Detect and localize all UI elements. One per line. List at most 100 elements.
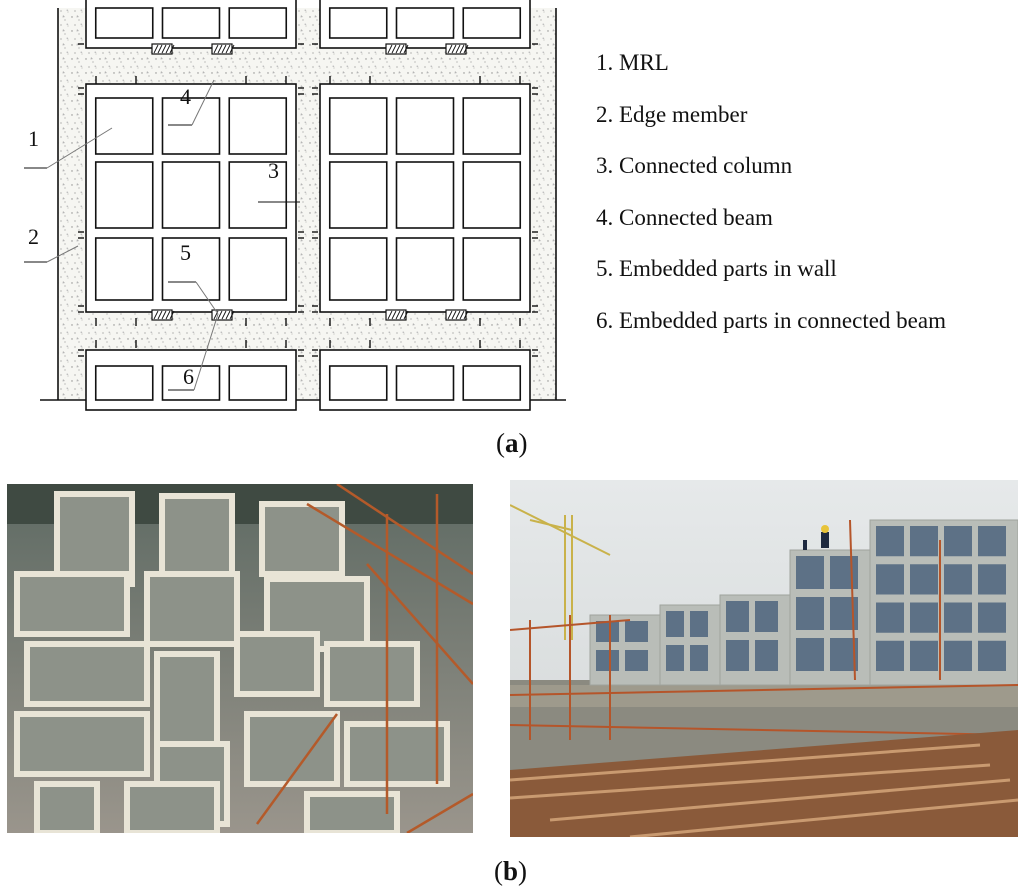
precast-wall [304,791,400,833]
legend-item-embedded-parts-beam: 6. Embedded parts in connected beam [596,307,946,333]
hatch-line [157,310,163,320]
blue-patch [910,602,938,633]
window-opening [328,365,388,401]
blue-patch [876,526,904,557]
hatch-line [169,44,175,54]
blue-patch [876,602,904,633]
hatch-line [169,310,175,320]
blue-patch [944,526,972,557]
blue-patch [944,602,972,633]
blue-patch [796,556,824,589]
blue-patch [726,601,749,632]
diagram-number-labels: 1 2 3 4 5 6 [28,84,279,389]
blue-patch [726,640,749,671]
hatch-line [455,310,461,320]
diagram-legend: 1. MRL 2. Edge member 3. Connected colum… [596,50,946,359]
label-5: 5 [180,240,191,265]
window-opening [395,97,455,155]
precast-wall [24,641,150,707]
wall-panels [85,0,531,411]
precast-wall [144,571,240,647]
blue-patch [666,611,684,637]
window-opening [462,161,522,229]
window-opening [228,161,288,229]
legend-item-embedded-parts-wall: 5. Embedded parts in wall [596,256,837,281]
blue-patch [876,564,904,595]
blue-patch [910,526,938,557]
precast-wall [259,501,345,577]
window-opening [228,97,288,155]
window-opening [228,7,288,39]
hatch-line [221,44,227,54]
blue-patch [596,621,619,642]
window-opening [328,237,388,301]
hatch-line [153,310,159,320]
hatch-line [391,310,397,320]
hatch-line [459,310,465,320]
hatch-line [455,44,461,54]
window-opening [462,237,522,301]
window-opening [228,237,288,301]
hatch-line [451,44,457,54]
label-6: 6 [183,364,194,389]
blue-patch [690,611,708,637]
precast-wall [324,641,420,707]
hatch-line [213,44,219,54]
hatch-line [459,44,465,54]
blue-patch [978,602,1006,633]
hatch-line [153,44,159,54]
connector-ticks [78,43,538,357]
legend-item-edge-member: 2. Edge member [596,101,748,127]
window-opening [228,365,288,401]
embedded-parts [151,43,469,321]
window-opening [161,97,221,155]
blue-patch [755,601,778,632]
window-opening [328,7,388,39]
label-2: 2 [28,224,39,249]
window-opening [395,365,455,401]
blue-patch [944,564,972,595]
hatch-line [395,310,401,320]
legend-item-connected-column: 3. Connected column [596,153,793,178]
hatch-line [225,44,231,54]
window-opening [395,237,455,301]
hatch-line [165,44,171,54]
window-opening [94,97,154,155]
side-view-illustration [510,480,1018,837]
blue-patch [755,640,778,671]
legend-item-connected-beam: 4. Connected beam [596,204,773,230]
caption-a-letter: a [505,428,519,458]
construction-photo-aerial [7,484,473,833]
hatch-line [229,44,235,54]
precast-wall [344,721,450,787]
hatch-line [451,310,457,320]
window-opening [328,161,388,229]
hatch-line [387,44,393,54]
blue-patch [910,564,938,595]
hatch-line [157,44,163,54]
label-3: 3 [268,158,279,183]
hatch-line [399,310,405,320]
hatch-line [217,44,223,54]
caption-a: (a) [496,428,528,458]
window-opening [161,365,221,401]
leader-lines [24,79,300,391]
blue-patch [944,640,972,671]
precast-wall [159,493,235,579]
blue-patch [690,645,708,671]
precast-wall [14,571,130,637]
window-opening [94,7,154,39]
blue-patch [876,640,904,671]
caption-b: (b) [494,856,528,886]
window-opening [462,7,522,39]
hatch-line [395,44,401,54]
blue-patch [978,640,1006,671]
hatch-line [463,44,469,54]
precast-wall [244,711,340,787]
window-opening [94,161,154,229]
blue-patch [796,597,824,630]
precast-wall [124,781,220,833]
window-opening [161,7,221,39]
precast-wall [14,711,150,777]
blue-patch [978,564,1006,595]
